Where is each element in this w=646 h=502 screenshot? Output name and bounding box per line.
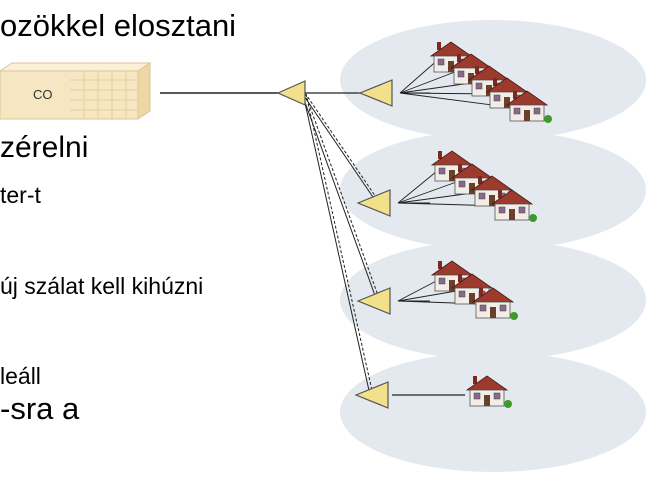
co-label: CO bbox=[33, 87, 53, 102]
text-line-5: leáll bbox=[0, 363, 41, 389]
text-line-6: -sra a bbox=[0, 391, 80, 426]
text-line-3: ter-t bbox=[0, 182, 41, 208]
triangle-splitter-icon bbox=[276, 80, 306, 106]
text-line-4: új szálat kell kihúzni bbox=[0, 273, 204, 299]
triangle-splitter-icon bbox=[354, 381, 389, 409]
text-line-2: zérelni bbox=[0, 131, 89, 164]
splitters bbox=[276, 79, 393, 409]
cloud-4 bbox=[340, 352, 646, 472]
triangle-splitter-icon bbox=[356, 189, 391, 217]
triangle-splitter-icon bbox=[356, 287, 391, 315]
central-office: CO bbox=[0, 62, 152, 120]
building-icon bbox=[0, 62, 152, 120]
text-line-1: ozökkel elosztani bbox=[0, 8, 237, 43]
triangle-splitter-icon bbox=[358, 79, 393, 107]
